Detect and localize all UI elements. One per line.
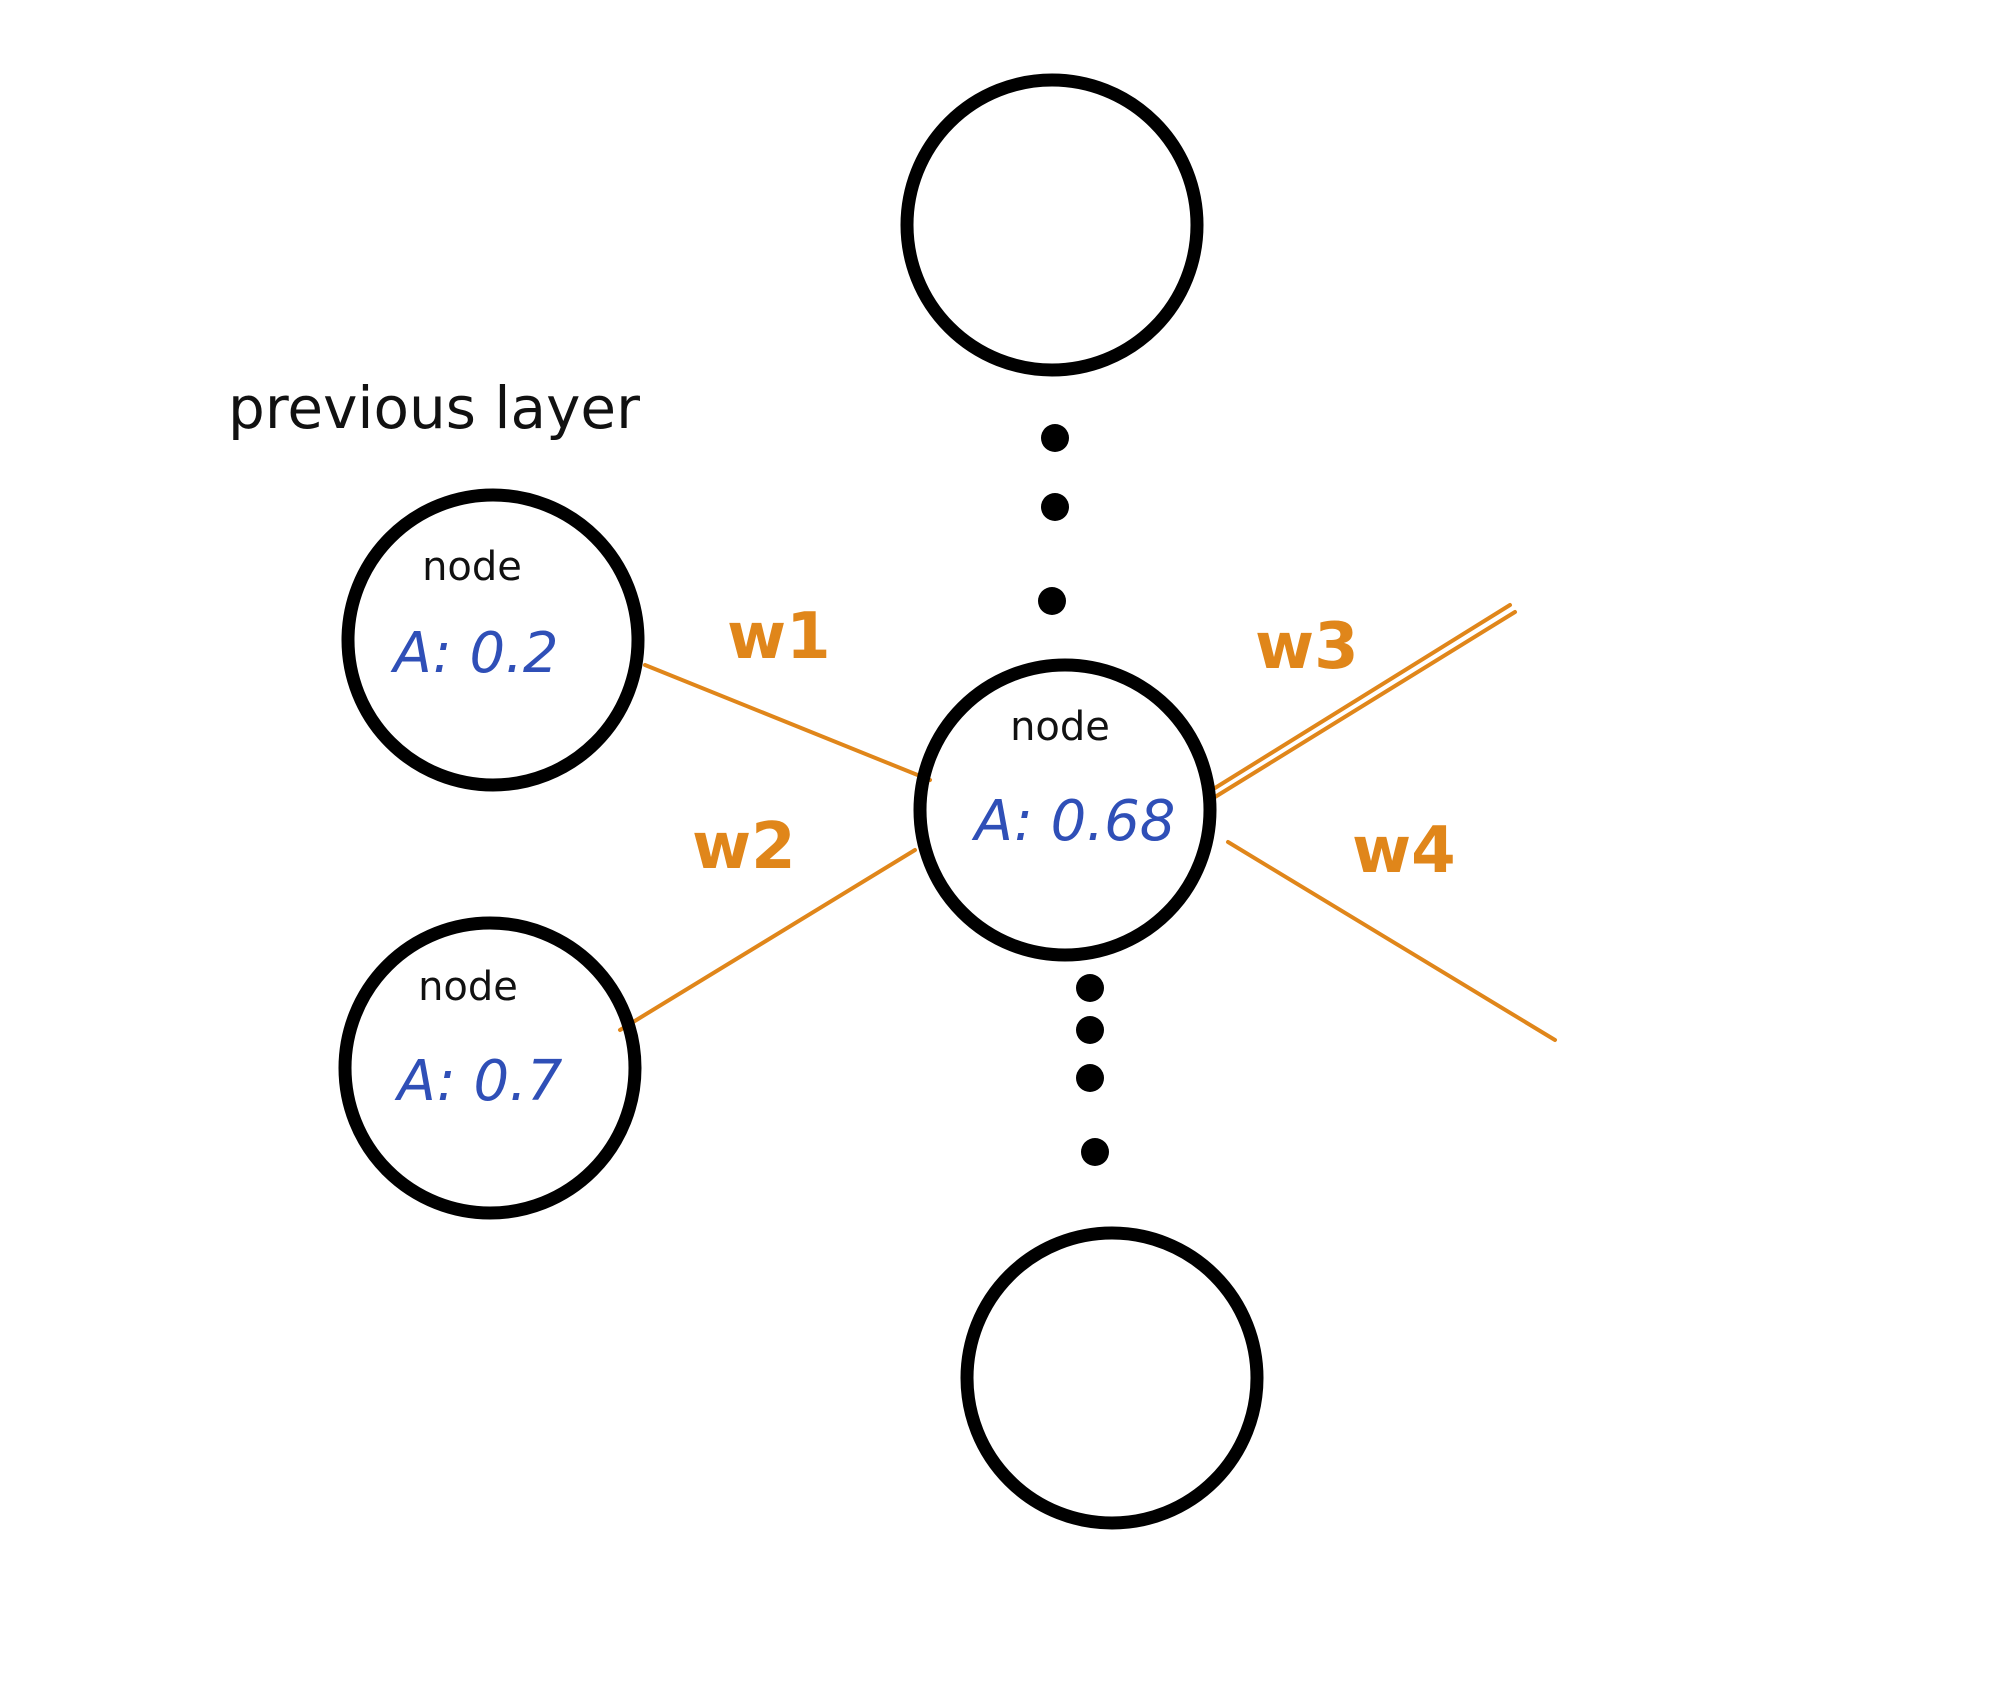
edge-w3-b [1213, 610, 1517, 799]
weight-label-w1: w1 [727, 600, 831, 674]
dot [1081, 1138, 1109, 1166]
dot [1038, 587, 1066, 615]
weight-label-w2: w2 [692, 810, 796, 884]
current-node-label: node [1010, 704, 1110, 750]
edge-w4 [1226, 840, 1557, 1042]
prev-node-top-label: node [422, 544, 522, 590]
weight-label-w3: w3 [1255, 610, 1359, 684]
edge-w3-a [1213, 603, 1512, 790]
prev-node-top-ring [341, 488, 645, 792]
prev-node-bottom-ring [338, 916, 642, 1220]
empty-node-bottom [960, 1226, 1264, 1530]
ellipsis-dots-upper [1038, 424, 1069, 615]
prev-node-top-activation: A: 0.2 [390, 621, 558, 686]
edge-w1 [643, 663, 932, 782]
dot [1076, 974, 1104, 1002]
weight-label-w4: w4 [1352, 814, 1456, 888]
current-node-ring [913, 658, 1217, 962]
dot [1076, 1064, 1104, 1092]
prev-node-top: node A: 0.2 [341, 488, 645, 792]
weight-edges [618, 603, 1557, 1042]
dot [1041, 424, 1069, 452]
current-node: node A: 0.68 [913, 658, 1217, 962]
previous-layer-title: previous layer [228, 374, 640, 442]
edge-w2 [618, 848, 917, 1032]
dot [1076, 1016, 1104, 1044]
prev-node-bottom-activation: A: 0.7 [394, 1049, 562, 1114]
current-node-activation: A: 0.68 [972, 789, 1176, 854]
dot [1041, 493, 1069, 521]
prev-node-bottom-label: node [418, 964, 518, 1010]
prev-node-bottom: node A: 0.7 [338, 916, 642, 1220]
ellipsis-dots-lower [1076, 974, 1109, 1166]
empty-node-top [900, 73, 1204, 377]
